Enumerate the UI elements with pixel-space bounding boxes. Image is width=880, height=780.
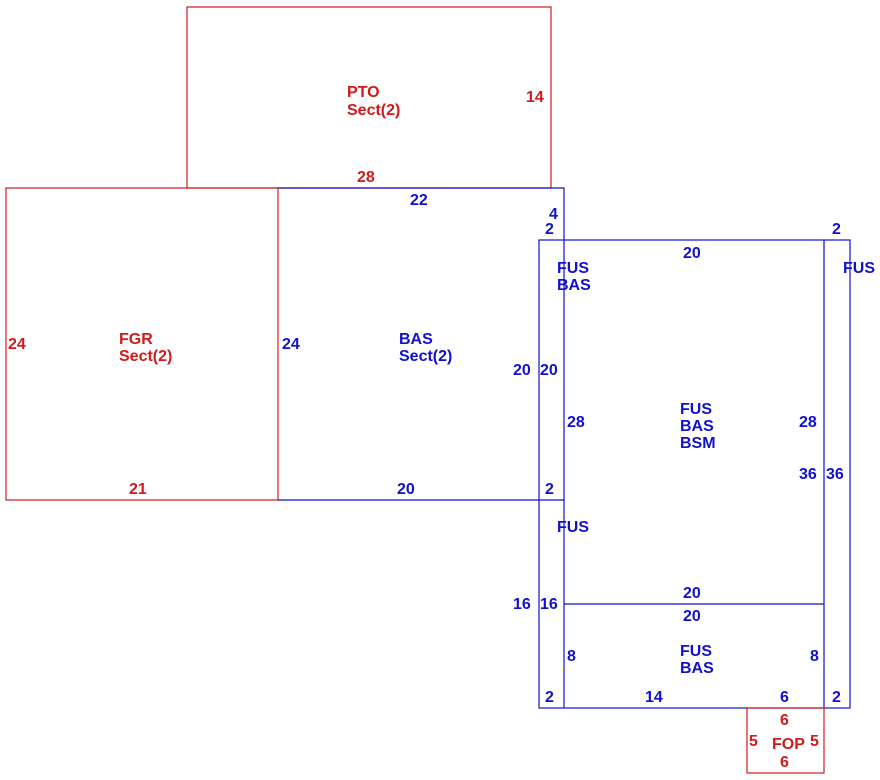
fgr-label-line2: Sect(2) (119, 348, 172, 365)
fgr-dim-bottom: 21 (129, 481, 147, 498)
fop-dim-bottom: 6 (780, 754, 789, 771)
fus-dim-bottom-6: 6 (780, 689, 789, 706)
bas-label-line1: BAS (399, 331, 433, 348)
fus-right-label: FUS (843, 260, 875, 277)
fus-bas-top-line2: BAS (557, 277, 591, 294)
fus-dim-divider-lower: 20 (683, 608, 701, 625)
fus-outer-outline (538, 239, 851, 709)
bas-dim-bottom: 20 (397, 481, 415, 498)
pto-label-line1: PTO (347, 84, 380, 101)
fus-bas-bottom-line2: BAS (680, 660, 714, 677)
fus-dim-bottom-right-2: 2 (832, 689, 841, 706)
bas-area: BAS Sect(2) 22 24 20 4 2 2 (278, 187, 565, 501)
fus-dim-right-28: 28 (799, 414, 817, 431)
bas-dim-step-2-bottom: 2 (545, 481, 554, 498)
bas-dim-top: 22 (410, 192, 428, 209)
fop-area: FOP 6 6 5 5 (746, 707, 825, 774)
fop-label: FOP (772, 736, 805, 753)
bas-dim-step-4: 4 (549, 206, 558, 223)
fus-dim-lower-right-8: 8 (810, 648, 819, 665)
fus-bas-bsm-line2: BAS (680, 418, 714, 435)
fus-mid-left-label: FUS (557, 519, 589, 536)
fus-bas-bsm-line1: FUS (680, 401, 712, 418)
pto-label-line2: Sect(2) (347, 102, 400, 119)
fus-dim-inner-16: 16 (540, 596, 558, 613)
fus-area: FUS BAS FUS BAS BSM FUS FUS FUS BAS 20 2… (513, 221, 875, 709)
pto-dim-bottom: 28 (357, 169, 375, 186)
fus-dim-left-28: 28 (567, 414, 585, 431)
pto-area: PTO Sect(2) 14 28 (186, 6, 552, 189)
fop-dim-left: 5 (749, 733, 758, 750)
fus-bas-bsm-line3: BSM (680, 435, 716, 452)
fgr-area: FGR Sect(2) 24 21 (5, 187, 279, 501)
fgr-outline (5, 187, 279, 501)
fus-dim-left-20: 20 (513, 362, 531, 379)
fop-dim-right: 5 (810, 733, 819, 750)
fus-dim-top-20: 20 (683, 245, 701, 262)
fus-dim-bottom-14: 14 (645, 689, 663, 706)
bas-outline (278, 187, 565, 501)
fus-dim-top-right-2: 2 (832, 221, 841, 238)
fop-dim-top: 6 (780, 712, 789, 729)
fus-dim-left-16: 16 (513, 596, 531, 613)
fus-dim-36: 36 (799, 466, 817, 483)
bas-dim-left: 24 (282, 336, 300, 353)
fus-dim-outer-36: 36 (826, 466, 844, 483)
fgr-dim-left: 24 (8, 336, 26, 353)
bas-label-line2: Sect(2) (399, 348, 452, 365)
fus-dim-inner-20: 20 (540, 362, 558, 379)
fop-outline (746, 707, 825, 774)
bas-dim-step-2-top: 2 (545, 221, 554, 238)
fus-bas-bottom-line1: FUS (680, 643, 712, 660)
fgr-label-line1: FGR (119, 331, 153, 348)
fus-bas-top-line1: FUS (557, 260, 589, 277)
fus-dim-lower-left-8: 8 (567, 648, 576, 665)
fus-dim-divider-upper: 20 (683, 585, 701, 602)
pto-dim-right: 14 (526, 89, 544, 106)
fus-dim-bottom-left-2: 2 (545, 689, 554, 706)
